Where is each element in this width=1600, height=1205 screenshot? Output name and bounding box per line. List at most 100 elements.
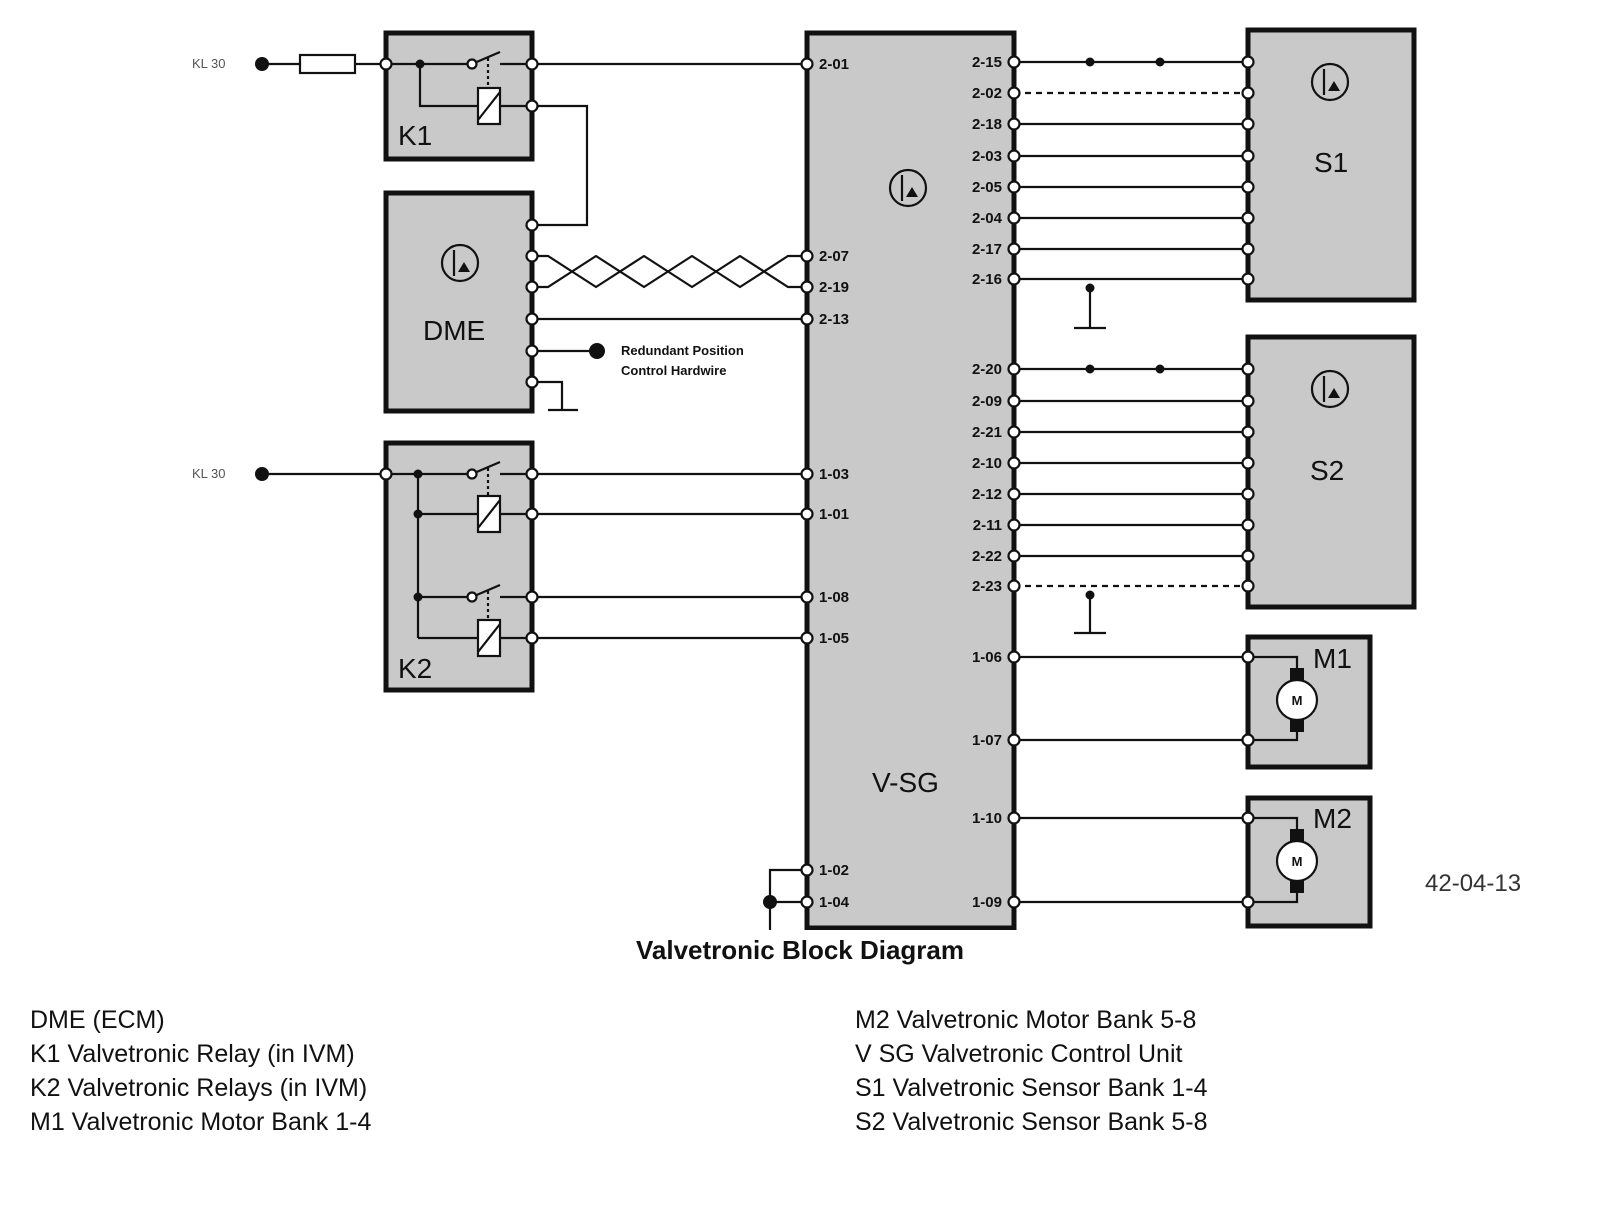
vsg-right-pin-label: 2-03 — [972, 148, 1002, 165]
kl30-bottom-terminal — [255, 467, 269, 481]
splice-dot — [1085, 57, 1095, 67]
legend-item: S1 Valvetronic Sensor Bank 1-4 — [855, 1074, 1208, 1102]
vsg-right-pin — [1007, 811, 1021, 825]
splice-dot — [1085, 364, 1095, 374]
vsg-right-pin — [1007, 272, 1021, 286]
vsg-left-pin-label: 1-03 — [819, 466, 849, 483]
k2-relay-block: K2 — [379, 440, 539, 693]
kl30-top-terminal — [255, 57, 269, 71]
vsg-right-pin — [1007, 211, 1021, 225]
m2-motor-symbol: M — [1292, 854, 1303, 869]
vsg-left-pin — [800, 280, 814, 294]
vsg-right-pin-label: 2-02 — [972, 85, 1002, 102]
wiring — [262, 60, 1248, 930]
vsg-left-pin — [800, 895, 814, 909]
vsg-left-pin-label: 2-01 — [819, 56, 849, 73]
vsg-left-pin-label: 2-13 — [819, 311, 849, 328]
k1-label: K1 — [398, 120, 432, 151]
valvetronic-block-diagram: KL 30 KL 30 K1 DME Redund — [192, 27, 1417, 930]
s1-label: S1 — [1314, 147, 1348, 178]
vsg-right-pin — [1007, 518, 1021, 532]
k1-relay-block: K1 — [379, 30, 539, 162]
legend-right-column: M2 Valvetronic Motor Bank 5-8 V SG Valve… — [855, 1003, 1208, 1139]
s2-label: S2 — [1310, 455, 1344, 486]
vsg-left-pin-label: 1-02 — [819, 862, 849, 879]
vsg-right-pin-label: 1-10 — [972, 810, 1002, 827]
vsg-right-pin-label: 1-09 — [972, 894, 1002, 911]
vsg-right-pin — [1007, 895, 1021, 909]
vsg-left-pin — [800, 863, 814, 877]
vsg-right-pin — [1007, 456, 1021, 470]
kl30-bottom-label: KL 30 — [192, 466, 226, 481]
k2-label: K2 — [398, 653, 432, 684]
vsg-label: V-SG — [872, 767, 939, 798]
vsg-right-pins: 2-152-022-182-032-052-042-172-162-202-09… — [972, 54, 1021, 911]
vsg-right-pin-label: 2-10 — [972, 455, 1002, 472]
m1-motor-symbol: M — [1292, 693, 1303, 708]
vsg-right-pin-label: 2-20 — [972, 361, 1002, 378]
vsg-left-pin — [800, 631, 814, 645]
vsg-right-pin — [1007, 549, 1021, 563]
vsg-left-pin-label: 1-08 — [819, 589, 849, 606]
annotation-line-1: Redundant Position — [621, 343, 744, 358]
legend-item: DME (ECM) — [30, 1006, 165, 1034]
vsg-right-pin-label: 1-07 — [972, 732, 1002, 749]
vsg-right-pin-label: 2-05 — [972, 179, 1002, 196]
m1-motor-block: M M1 — [1241, 634, 1373, 770]
figure-reference-number: 42-04-13 — [1425, 870, 1522, 897]
vsg-right-pin-label: 2-15 — [972, 54, 1002, 71]
dme-label: DME — [423, 315, 485, 346]
kl30-top-label: KL 30 — [192, 56, 226, 71]
vsg-right-pin-label: 2-17 — [972, 241, 1002, 258]
legend-item: M1 Valvetronic Motor Bank 1-4 — [30, 1108, 372, 1136]
splice-dot — [1155, 57, 1165, 67]
legend-item: K1 Valvetronic Relay (in IVM) — [30, 1040, 355, 1068]
s2-sensor-block: S2 — [1241, 334, 1417, 610]
vsg-left-pin — [800, 507, 814, 521]
vsg-right-pin-label: 2-11 — [973, 517, 1002, 534]
legend-item: K2 Valvetronic Relays (in IVM) — [30, 1074, 368, 1102]
s2-sensor-icon — [1310, 369, 1350, 409]
vsg-right-pin — [1007, 487, 1021, 501]
vsg-right-pin-label: 2-22 — [972, 548, 1002, 565]
legend-left-column: DME (ECM) K1 Valvetronic Relay (in IVM) … — [30, 1003, 371, 1139]
legend-item: S2 Valvetronic Sensor Bank 5-8 — [855, 1108, 1208, 1136]
vsg-right-pin — [1007, 362, 1021, 376]
vsg-right-pin — [1007, 579, 1021, 593]
vsg-right-pin — [1007, 650, 1021, 664]
vsg-left-pin — [800, 312, 814, 326]
vsg-right-pin-label: 2-09 — [972, 393, 1002, 410]
vsg-right-pin — [1007, 149, 1021, 163]
vsg-left-pin — [800, 249, 814, 263]
vsg-right-pin-label: 2-04 — [972, 210, 1003, 227]
vsg-right-pin — [1007, 733, 1021, 747]
vsg-right-pin — [1007, 86, 1021, 100]
twisted-pair-wires — [532, 254, 807, 289]
m2-motor-icon — [1275, 839, 1319, 883]
m1-label: M1 — [1313, 643, 1352, 674]
vsg-right-pin — [1007, 242, 1021, 256]
shield-dot — [1085, 283, 1095, 293]
m2-label: M2 — [1313, 803, 1352, 834]
vsg-left-pin — [800, 467, 814, 481]
hardwire-terminal — [589, 343, 605, 359]
vsg-left-pin-label: 2-07 — [819, 248, 849, 265]
s1-sensor-block: S1 — [1241, 27, 1417, 303]
vsg-left-pin — [800, 57, 814, 71]
vsg-right-pin-label: 2-23 — [972, 578, 1002, 595]
dme-processor-icon — [440, 243, 480, 283]
legend-item: V SG Valvetronic Control Unit — [855, 1040, 1183, 1068]
diagram-caption: Valvetronic Block Diagram — [635, 935, 965, 965]
m1-motor-icon — [1275, 678, 1319, 722]
fuse-symbol — [298, 53, 357, 75]
vsg-right-pin — [1007, 117, 1021, 131]
vsg-right-pin-label: 2-16 — [972, 271, 1002, 288]
vsg-left-pin-label: 1-01 — [819, 506, 849, 523]
vsg-right-pin-label: 2-12 — [972, 486, 1002, 503]
splice-dot — [1155, 364, 1165, 374]
vsg-left-pin-label: 2-19 — [819, 279, 849, 296]
vsg-right-pin — [1007, 55, 1021, 69]
vsg-processor-icon — [888, 168, 928, 208]
vsg-right-pin-label: 2-21 — [972, 424, 1002, 441]
vsg-right-pin — [1007, 394, 1021, 408]
